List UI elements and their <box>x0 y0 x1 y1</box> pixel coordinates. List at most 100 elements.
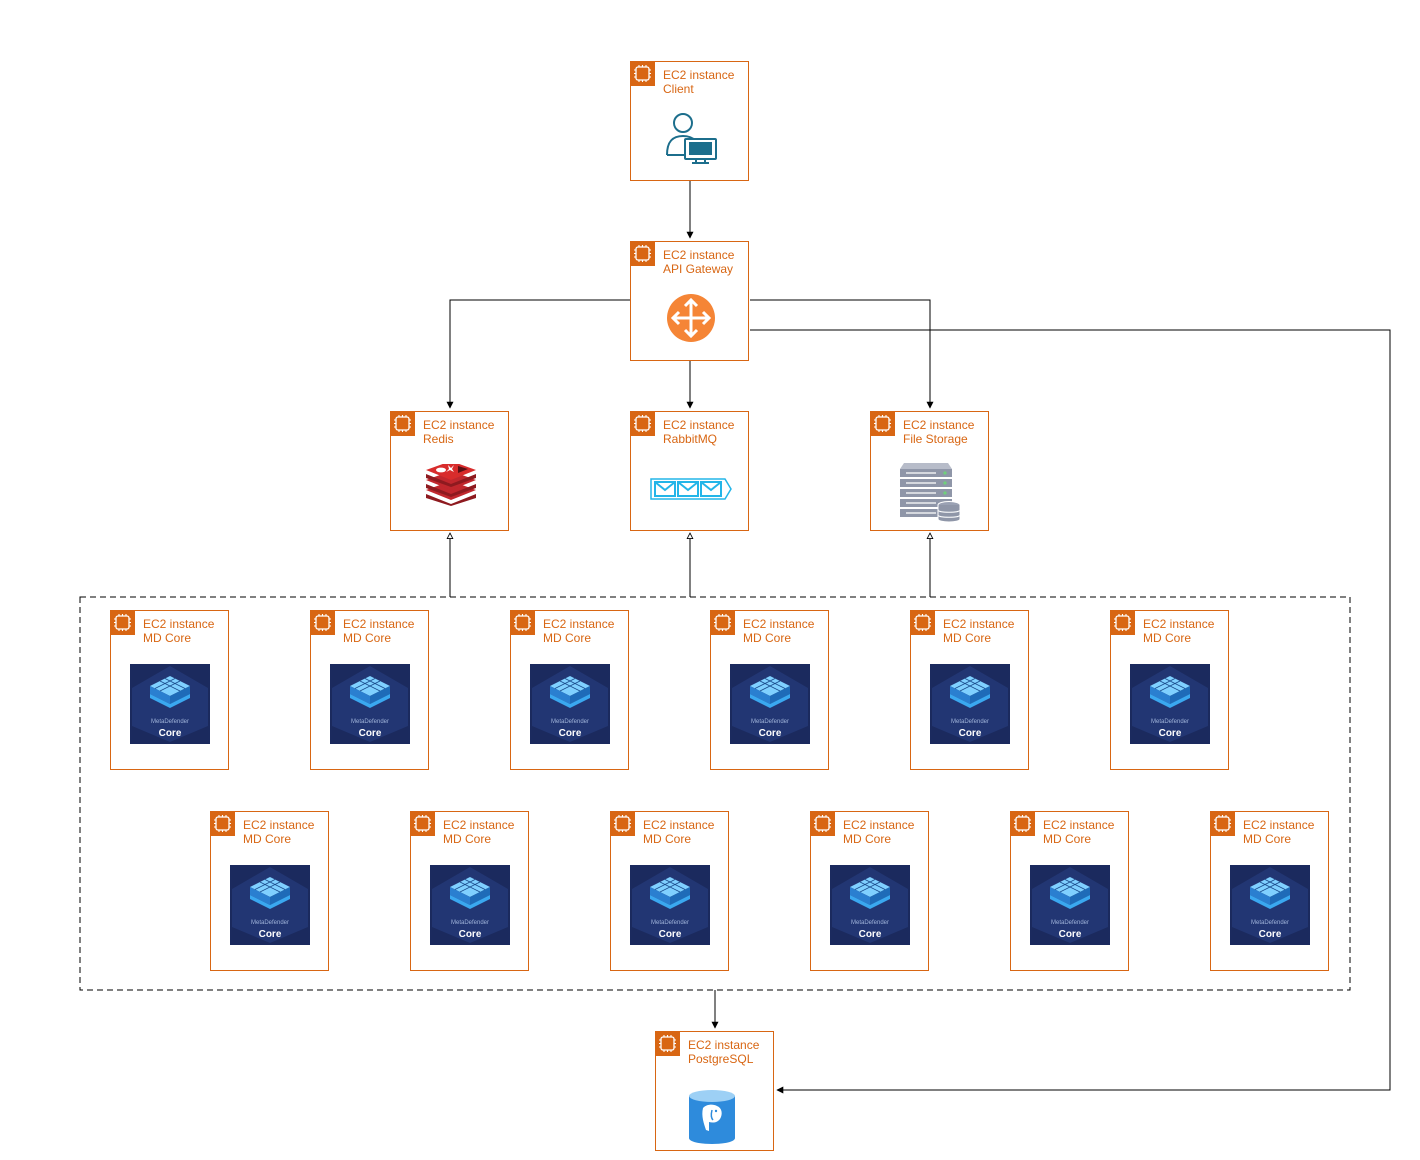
tile-product: Core <box>1159 728 1182 739</box>
ec2-chip-icon <box>390 411 415 436</box>
storage-server-icon <box>900 463 961 523</box>
message-queue-icon <box>650 478 732 500</box>
tile-brand: MetaDefender <box>651 920 689 926</box>
tile-brand: MetaDefender <box>551 719 589 725</box>
edge-gateway-to-filestorage <box>750 299 934 409</box>
user-computer-icon <box>666 113 717 164</box>
md-core-group[interactable] <box>79 596 1351 991</box>
tile-product: Core <box>859 929 882 940</box>
ec2-chip-icon <box>870 411 895 436</box>
ec2-chip-icon <box>210 811 235 836</box>
tile-brand: MetaDefender <box>851 920 889 926</box>
tile-product: Core <box>659 929 682 940</box>
ec2-chip-icon <box>630 241 655 266</box>
tile-product: Core <box>259 929 282 940</box>
tile-product: Core <box>759 728 782 739</box>
ec2-chip-icon <box>510 610 535 635</box>
tile-brand: MetaDefender <box>751 719 789 725</box>
tile-brand: MetaDefender <box>1151 719 1189 725</box>
tile-brand: MetaDefender <box>951 719 989 725</box>
redis-icon <box>426 464 476 506</box>
tile-product: Core <box>459 929 482 940</box>
ec2-chip-icon <box>310 610 335 635</box>
tile-product: Core <box>359 728 382 739</box>
ec2-chip-icon <box>630 61 655 86</box>
ec2-chip-icon <box>630 411 655 436</box>
tile-product: Core <box>1059 929 1082 940</box>
tile-brand: MetaDefender <box>151 719 189 725</box>
tile-brand: MetaDefender <box>451 920 489 926</box>
ec2-chip-icon <box>1010 811 1035 836</box>
edge-gateway-to-redis <box>446 299 630 409</box>
tile-product: Core <box>159 728 182 739</box>
tile-brand: MetaDefender <box>251 920 289 926</box>
ec2-chip-icon <box>1210 811 1235 836</box>
tile-brand: MetaDefender <box>1051 920 1089 926</box>
ec2-chip-icon <box>610 811 635 836</box>
ec2-chip-icon <box>410 811 435 836</box>
ec2-chip-icon <box>1110 610 1135 635</box>
tile-product: Core <box>559 728 582 739</box>
router-icon <box>667 294 715 342</box>
tile-brand: MetaDefender <box>1251 920 1289 926</box>
ec2-chip-icon <box>655 1031 680 1056</box>
tile-product: Core <box>959 728 982 739</box>
tile-product: Core <box>1259 929 1282 940</box>
tile-brand: MetaDefender <box>351 719 389 725</box>
ec2-chip-icon <box>910 610 935 635</box>
ec2-chip-icon <box>710 610 735 635</box>
edge-gateway-to-postgres <box>750 329 1391 1094</box>
ec2-chip-icon <box>810 811 835 836</box>
postgres-database-icon <box>689 1090 735 1144</box>
ec2-chip-icon <box>110 610 135 635</box>
